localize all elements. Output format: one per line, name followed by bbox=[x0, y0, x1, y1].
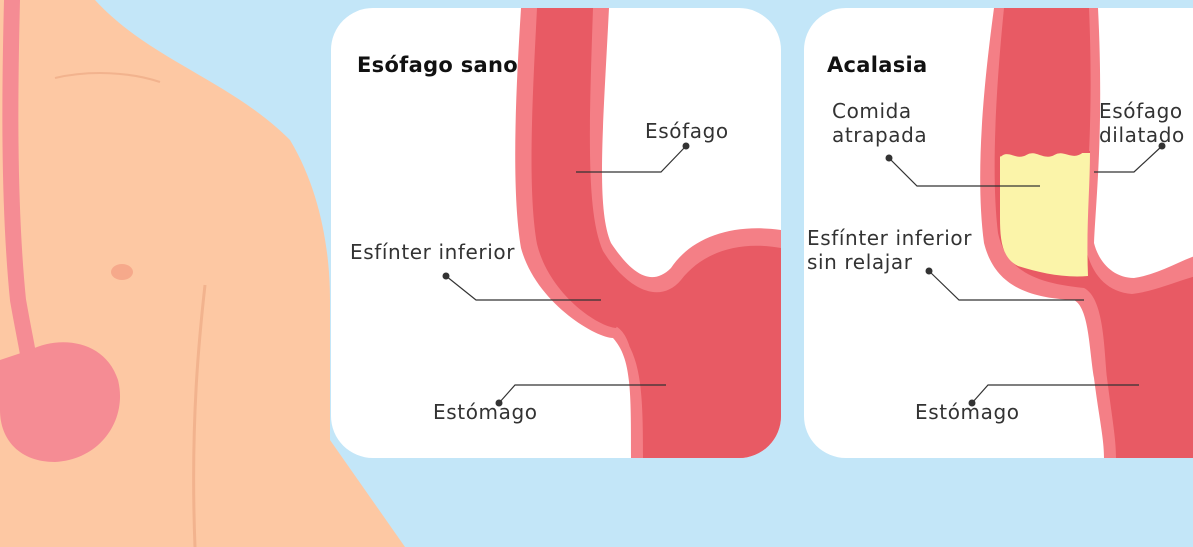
trapped-food-label-line1: Comida bbox=[832, 99, 912, 123]
body-stomach bbox=[0, 342, 121, 462]
trapped-food-leader-dot bbox=[885, 154, 893, 162]
nipple bbox=[111, 264, 133, 280]
trapped-food-label: Comida atrapada bbox=[832, 99, 927, 147]
sphincter-leader-line bbox=[445, 275, 601, 301]
trapped-food bbox=[1000, 152, 1090, 277]
achalasia-stomach-leader-dot bbox=[968, 399, 976, 407]
esophagus-leader-line bbox=[576, 145, 687, 173]
healthy-esophagus-inner bbox=[531, 8, 781, 458]
esophagus-label: Esófago bbox=[645, 119, 729, 143]
achalasia-stomach-leader-line bbox=[971, 384, 1139, 404]
sphincter-unrelaxed-line2: sin relajar bbox=[807, 250, 913, 274]
sphincter-unrelaxed-leader-line bbox=[928, 270, 1084, 301]
arm-crease bbox=[192, 284, 207, 547]
torso-illustration bbox=[0, 0, 405, 547]
achalasia-stomach-label: Estómago bbox=[915, 400, 1020, 424]
sphincter-unrelaxed-label: Esfínter inferior sin relajar bbox=[807, 226, 972, 274]
stomach-leader-line bbox=[498, 384, 666, 404]
dilated-esophagus-label: Esófago dilatado bbox=[1099, 99, 1185, 147]
dilated-leader-dot bbox=[1158, 142, 1166, 150]
food-wavy-top bbox=[999, 151, 1090, 157]
collarbone-line bbox=[54, 72, 161, 83]
dilated-label-line1: Esófago bbox=[1099, 99, 1183, 123]
healthy-esophagus-panel: Esófago sano Esófago Esfínter inferior E… bbox=[331, 8, 781, 458]
healthy-title: Esófago sano bbox=[357, 53, 518, 77]
stomach-label: Estómago bbox=[433, 400, 538, 424]
healthy-esophagus-diagram bbox=[442, 8, 781, 458]
achalasia-panel: Acalasia Comida atrapada Esófago dilatad… bbox=[804, 8, 1193, 458]
esophagus-leader-dot bbox=[682, 142, 690, 150]
stomach-leader-dot bbox=[495, 399, 503, 407]
dilated-label-line2: dilatado bbox=[1099, 123, 1185, 147]
trapped-food-leader-line bbox=[888, 157, 1040, 187]
achalasia-diagram bbox=[885, 8, 1193, 458]
healthy-sphincter-crease bbox=[615, 326, 639, 458]
trapped-food-label-line2: atrapada bbox=[832, 123, 928, 147]
dilated-leader-line bbox=[1094, 145, 1163, 173]
sphincter-unrelaxed-leader-dot bbox=[925, 267, 933, 275]
achalasia-esophagus-inner bbox=[994, 8, 1193, 458]
lower-sphincter-label: Esfínter inferior bbox=[350, 240, 516, 264]
sphincter-unrelaxed-line1: Esfínter inferior bbox=[807, 226, 973, 250]
sphincter-leader-dot bbox=[442, 272, 450, 280]
achalasia-title: Acalasia bbox=[827, 53, 928, 77]
